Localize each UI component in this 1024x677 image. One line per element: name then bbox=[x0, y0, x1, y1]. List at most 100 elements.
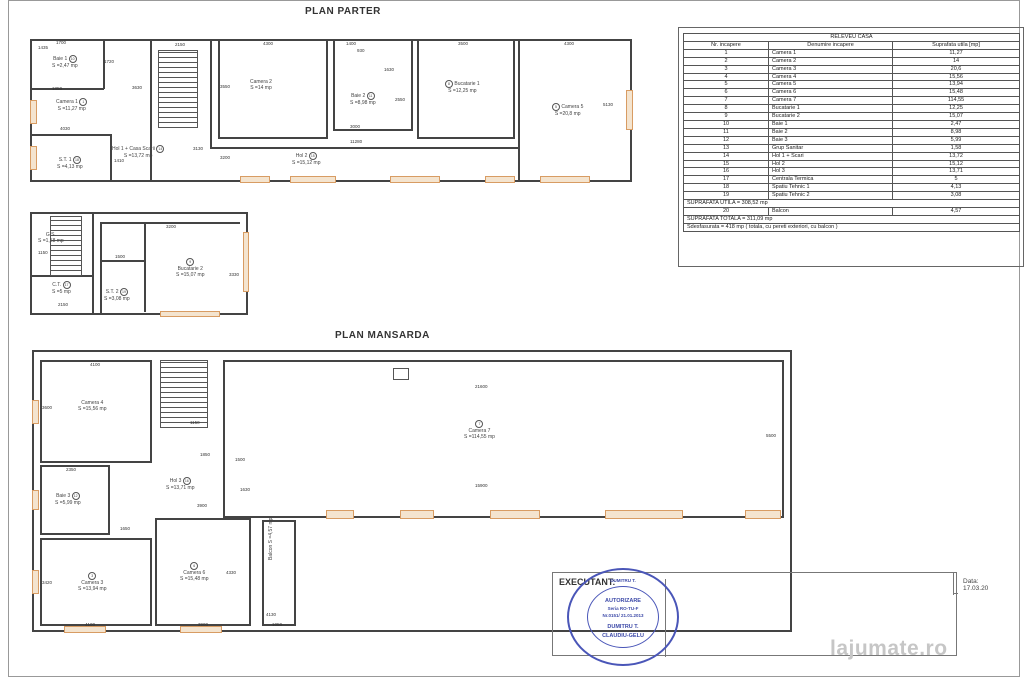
table-cell: 15 bbox=[682, 159, 770, 169]
stamp-text: AUTORIZARE bbox=[605, 598, 641, 604]
dimension: 1400 bbox=[346, 41, 357, 46]
table-cell: Baie 1 bbox=[768, 119, 894, 129]
window bbox=[180, 626, 222, 633]
stamp-text: DUMITRU T. bbox=[610, 578, 636, 583]
table-cell: Camera 5 bbox=[768, 80, 894, 90]
dimension: 4300 bbox=[263, 41, 274, 46]
divider bbox=[953, 593, 958, 594]
wall bbox=[150, 39, 152, 182]
dimension: 1435 bbox=[38, 45, 49, 50]
wall bbox=[92, 212, 94, 315]
table-header: Nr. incapere bbox=[682, 40, 770, 50]
dimension: 1150 bbox=[38, 250, 48, 255]
table-cell: 6 bbox=[682, 88, 770, 98]
table-cell: Balcon bbox=[768, 206, 894, 216]
dimension: 1410 bbox=[114, 158, 125, 163]
chimney bbox=[393, 368, 409, 380]
stamp-text: DUMITRU T. bbox=[607, 624, 639, 630]
divider bbox=[953, 573, 954, 595]
dimension: 11280 bbox=[350, 139, 363, 144]
table-cell: Spatiu Tehnic 2 bbox=[768, 191, 894, 201]
table-cell: 12 bbox=[682, 135, 770, 145]
dimension: 3550 bbox=[220, 84, 231, 89]
window bbox=[745, 510, 781, 519]
table-cell: 4 bbox=[682, 72, 770, 82]
wall bbox=[518, 39, 520, 182]
dimension: 3500 bbox=[458, 41, 469, 46]
wall bbox=[100, 222, 240, 224]
dimension: 1050 bbox=[272, 622, 283, 627]
window bbox=[30, 100, 37, 124]
window bbox=[30, 146, 37, 170]
baie-2-walls bbox=[333, 39, 413, 131]
table-cell: Camera 3 bbox=[768, 64, 894, 74]
table-cell: Baie 2 bbox=[768, 127, 894, 137]
window bbox=[32, 490, 39, 510]
table-cell: 15,12 bbox=[892, 159, 1020, 169]
table-cell: 15,48 bbox=[892, 88, 1020, 98]
dimension: 1850 bbox=[52, 86, 63, 91]
camera-7-walls bbox=[223, 360, 784, 518]
releveu-table: RELEVEU CASA Nr. incapere Denumire incap… bbox=[682, 33, 1020, 232]
dimension: 1630 bbox=[384, 67, 395, 72]
table-cell: 114,55 bbox=[892, 96, 1020, 106]
annex-stairs bbox=[50, 216, 82, 276]
table-cell: 14 bbox=[892, 56, 1020, 66]
window bbox=[540, 176, 590, 183]
dimension: 1630 bbox=[240, 487, 251, 492]
dimension: 3130 bbox=[193, 146, 204, 151]
dimension: 2150 bbox=[58, 302, 69, 307]
window bbox=[485, 176, 515, 183]
dimension: 4330 bbox=[226, 570, 237, 575]
dimension: 3630 bbox=[132, 85, 143, 90]
table-cell: 5,99 bbox=[892, 135, 1020, 145]
room-label-balcon: Balcon S =4,57 mp bbox=[268, 517, 274, 560]
table-cell: 11,27 bbox=[892, 48, 1020, 58]
dimension: 3200 bbox=[166, 224, 177, 229]
suprafata-desfasurata: Sdesfasurata = 418 mp ( totala, cu peret… bbox=[683, 222, 1020, 232]
table-cell: 2,47 bbox=[892, 119, 1020, 129]
table-cell: 15,56 bbox=[892, 72, 1020, 82]
dimension: 1850 bbox=[200, 452, 211, 457]
table-cell: 8 bbox=[682, 104, 770, 114]
table-cell: 18 bbox=[682, 183, 770, 193]
table-cell: 19 bbox=[682, 191, 770, 201]
table-cell: Spatiu Tehnic 1 bbox=[768, 183, 894, 193]
table-cell: Camera 7 bbox=[768, 96, 894, 106]
table-cell: 4,57 bbox=[892, 206, 1020, 216]
table-cell: 14 bbox=[682, 151, 770, 161]
plan-mansarda-title: PLAN MANSARDA bbox=[335, 330, 430, 341]
table-cell: 5 bbox=[682, 80, 770, 90]
table-cell: 11 bbox=[682, 127, 770, 137]
table-cell: Grup Sanitar bbox=[768, 143, 894, 153]
mansarda-stairs bbox=[160, 360, 208, 428]
camera-6-walls bbox=[155, 518, 251, 626]
table-cell: Hol 1 + Scari bbox=[768, 151, 894, 161]
table-cell: Camera 1 bbox=[768, 48, 894, 58]
camera-3-walls bbox=[40, 538, 152, 626]
table-cell: Camera 6 bbox=[768, 88, 894, 98]
stamp-text: Seria RO-TU-F bbox=[607, 606, 639, 611]
wall bbox=[210, 39, 212, 149]
table-cell: 9 bbox=[682, 112, 770, 121]
balcon-walls bbox=[262, 520, 296, 626]
